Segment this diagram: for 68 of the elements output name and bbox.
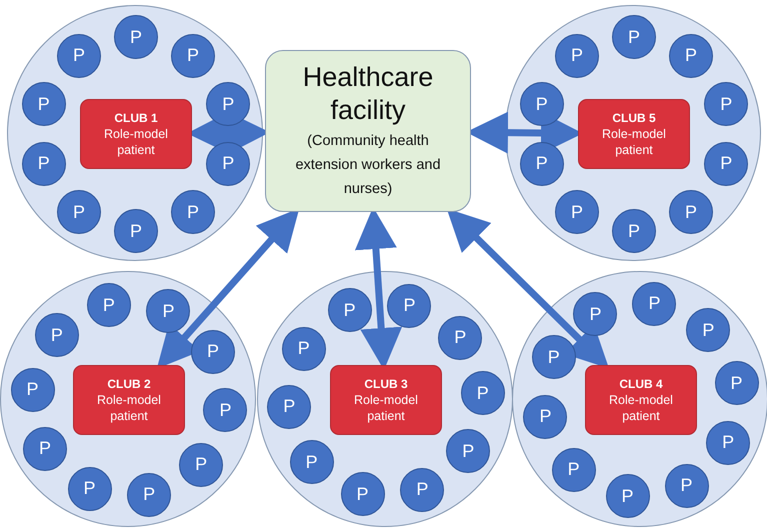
patient-circle: P: [520, 142, 564, 186]
patient-circle: P: [34, 313, 79, 358]
patient-circle: P: [340, 472, 385, 516]
club-description: Role-model patient: [601, 126, 667, 158]
patient-circle: P: [714, 361, 759, 406]
patient-circle: P: [612, 15, 656, 59]
patient-circle: P: [191, 330, 235, 374]
patient-circle: P: [552, 448, 596, 492]
club-description: Role-model patient: [96, 392, 162, 424]
patient-circle: P: [10, 368, 55, 412]
patient-circle: P: [68, 466, 112, 511]
patient-circle: P: [446, 429, 490, 474]
role-model-box: [578, 99, 690, 169]
patient-circle: P: [86, 283, 131, 328]
patient-circle: P: [686, 308, 730, 352]
club-title: CLUB 3: [364, 376, 408, 392]
patient-circle: P: [664, 464, 709, 508]
patient-circle: P: [22, 426, 67, 470]
patient-circle: P: [532, 335, 576, 380]
patient-circle: P: [22, 82, 66, 126]
patient-circle: P: [669, 34, 713, 78]
patient-circle: P: [706, 420, 750, 465]
patient-circle: P: [171, 34, 215, 78]
patient-circle: P: [523, 394, 568, 439]
facility-box: [265, 50, 471, 212]
patient-circle: P: [328, 288, 372, 332]
club-title: CLUB 1: [114, 110, 158, 126]
patient-circle: P: [282, 326, 326, 371]
facility-subtitle: (Community health extension workers and nurses): [294, 132, 442, 199]
role-model-box: [80, 99, 192, 169]
patient-circle: P: [146, 289, 190, 334]
patient-circle: P: [387, 284, 432, 328]
patient-circle: P: [127, 472, 172, 517]
patient-circle: P: [171, 190, 215, 234]
patient-circle: P: [704, 82, 748, 126]
patient-circle: P: [22, 142, 66, 186]
patient-circle: P: [438, 316, 482, 360]
role-model-box: [73, 365, 185, 435]
patient-circle: P: [460, 371, 505, 416]
patient-circle: P: [612, 209, 656, 253]
patient-circle: P: [203, 388, 248, 432]
club-title: CLUB 2: [107, 376, 151, 392]
role-model-box: [330, 365, 442, 435]
patient-circle: P: [669, 190, 713, 234]
patient-circle: P: [56, 34, 101, 78]
facility-title: Healthcare facility: [302, 61, 434, 127]
club-description: Role-model patient: [608, 392, 674, 424]
club-title: CLUB 4: [619, 376, 663, 392]
club-description: Role-model patient: [353, 392, 419, 424]
club-description: Role-model patient: [103, 126, 169, 158]
patient-circle: P: [290, 440, 334, 484]
patient-circle: P: [704, 142, 748, 186]
patient-circle: P: [400, 468, 444, 512]
patient-circle: P: [632, 282, 676, 326]
patient-circle: P: [206, 82, 250, 126]
patient-circle: P: [206, 142, 250, 186]
patient-circle: P: [267, 384, 312, 429]
patient-circle: P: [56, 190, 101, 234]
role-model-box: [585, 365, 697, 435]
patient-circle: P: [554, 190, 599, 234]
patient-circle: P: [114, 15, 158, 59]
patient-circle: P: [114, 209, 158, 253]
patient-circle: P: [554, 34, 599, 78]
patient-circle: P: [520, 82, 564, 126]
club-title: CLUB 5: [612, 110, 656, 126]
patient-circle: P: [606, 474, 650, 518]
patient-circle: P: [573, 292, 618, 336]
patient-circle: P: [179, 442, 224, 487]
